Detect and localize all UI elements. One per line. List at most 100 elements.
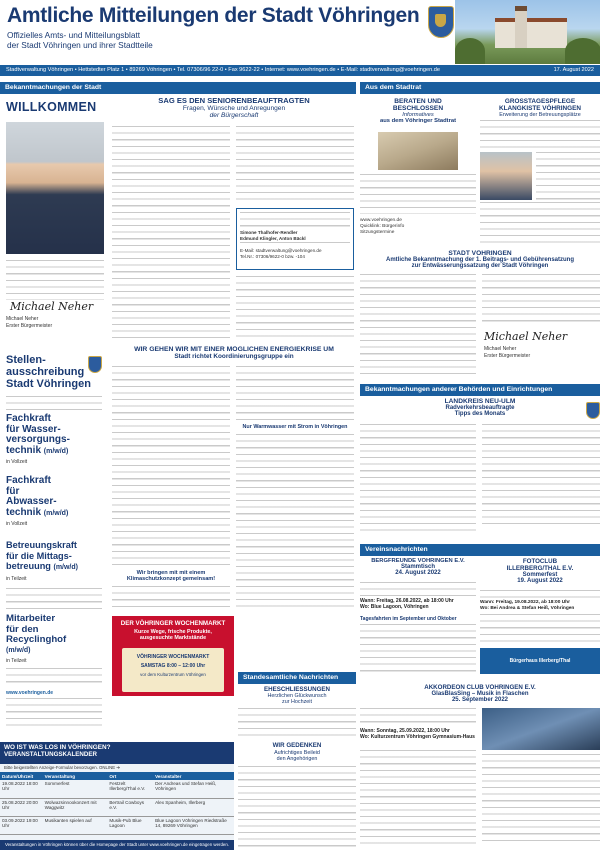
wochenmarkt-title: DER VÖHRINGER WOCHENMARKT xyxy=(120,620,226,627)
senioren-tel-label: Tel.Nr.: xyxy=(240,254,255,259)
col-ort: Ort xyxy=(107,772,154,780)
job-wasser-line-4: technik xyxy=(6,444,42,456)
beratungen-link-1[interactable]: www.voehringen.de xyxy=(360,218,402,223)
fotoclub-where: Bei Andrea & Stefan Heiß, Vöhringen xyxy=(490,606,575,611)
bergfreunde-where: Blue Lagoon, Vöhringen xyxy=(370,604,429,611)
cell-datum: 19.08.2022 18:00 Uhr xyxy=(0,780,43,799)
city-crest-icon xyxy=(428,6,454,38)
klangkiste-title-2: KLANGKISTE VÖHRINGEN xyxy=(498,105,582,112)
veranstaltungen-footer: Veranstaltungen in Vöhringen können über… xyxy=(0,840,234,850)
standesamt-block: EHESCHLIESSUNGEN Herzlichen Glückwunsch … xyxy=(238,686,356,850)
energie-box-heading: Nur Warmwasser mit Strom in Vöhringen xyxy=(242,424,348,430)
cell-veranstalter: Alex Spanheim, Illerberg xyxy=(153,798,234,817)
senioren-contact-2: Edmund Klingler, Anton Bäckl xyxy=(240,236,306,241)
energie-slogan-1: Wir bringen mit mit einem xyxy=(136,570,206,576)
senioren-email[interactable]: stadtverwaltung@voehringen.de xyxy=(255,248,322,253)
col-veranstaltung: Veranstaltung xyxy=(42,772,108,780)
stellen-sidebar: Stellen- ausschreibung Stadt Vöhringen F… xyxy=(0,350,108,742)
wochenmarkt-sign-line-3: vor dem Kulturzentrum Vöhringen xyxy=(140,672,206,677)
fotoclub-title-2: ILLERBERG/THAL E.V. xyxy=(506,565,574,572)
senioren-contact-box: Simone Thalhofer-Rendler Edmund Klingler… xyxy=(236,208,354,270)
job-abwasser-place: in Vollzeit xyxy=(6,521,28,527)
cell-veranstalter: Der Andreas und Stefan Heiß, Vöhringen xyxy=(153,780,234,799)
akkordeon-when: Sonntag, 25.09.2022, 18:00 Uhr xyxy=(376,728,450,734)
stadtrat-photo xyxy=(378,132,458,170)
fotoclub-banner: Bürgerhaus Illerberg/Thal xyxy=(480,648,600,674)
fotoclub-title-4: 19. August 2022 xyxy=(517,578,563,584)
issue-date: 17. August 2022 xyxy=(553,67,594,73)
klangkiste-subtitle: Erweiterung der Betreuungsplätze xyxy=(499,112,581,118)
cell-datum: 25.08.2022 20:00 Uhr xyxy=(0,798,43,817)
job-betreuung: Betreuungskraft für die Mittags- betreuu… xyxy=(6,540,106,584)
veranstaltungen-subtitle: VERANSTALTUNGSKALENDER xyxy=(4,751,97,758)
stellen-title-3: Stadt Vöhringen xyxy=(6,378,91,390)
section-bar-behoerden: Bekanntmachungen anderer Behörden und Ei… xyxy=(360,384,600,396)
beratungen-title-2: BESCHLOSSEN xyxy=(392,105,444,112)
job-recycling-place: in Teilzeit xyxy=(6,658,27,664)
satzung-title-2: Amtliche Bekanntmachung der 1. Beitrags-… xyxy=(385,257,575,263)
job-wasser-mw: (m/w/d) xyxy=(43,447,69,455)
job-recycling: Mitarbeiter für den Recyclinghof (m/w/d)… xyxy=(6,613,106,667)
section-bar-standesamt: Standesamtliche Nachrichten xyxy=(238,672,356,684)
col-veranstalter: Veranstalter xyxy=(153,772,234,780)
beratungen-block: BERATEN UND BESCHLOSSEN Informatives aus… xyxy=(360,98,476,248)
beratungen-subtitle-1: Informatives xyxy=(402,112,434,118)
senioren-contact-1: Simone Thalhofer-Rendler xyxy=(240,230,298,235)
bergfreunde-when: Freitag, 26.08.2022, ab 18:00 Uhr xyxy=(376,598,454,604)
stellen-title-2: ausschreibung xyxy=(6,366,85,378)
job-wasser-line-1: Fachkraft xyxy=(6,413,52,424)
senioren-email-label: E-Mail: xyxy=(240,248,255,253)
gedenken-subtitle-1: Aufrichtiges Beileid xyxy=(274,750,320,756)
gedenken-subtitle-2: den Angehörigen xyxy=(276,756,318,762)
col-datum: Datum/Uhrzeit xyxy=(0,772,43,780)
job-abwasser-line-2: für xyxy=(6,485,20,497)
job-betreuung-line-2: für die Mittags- xyxy=(6,550,72,561)
stellen-crest-icon xyxy=(88,356,102,373)
fotoclub-when-label: Wann: xyxy=(480,600,495,605)
senioren-title: SAG ES DEN SENIORENBEAUFTRAGTEN xyxy=(158,96,310,105)
beratungen-link-2[interactable]: Quicklink: Bürgerinfo xyxy=(360,224,405,229)
cell-ort: Musik-Pub Blue Lagoon xyxy=(107,816,154,835)
job-betreuung-line-1: Betreuungskraft xyxy=(6,540,77,550)
ehe-subtitle-1: Herzlichen Glückwunsch xyxy=(267,693,327,699)
akkordeon-title-1: AKKORDEON CLUB VÖHRINGEN E.V. xyxy=(424,684,536,691)
akkordeon-title-2: GlasBlasSing – Musik in Flaschen xyxy=(431,691,529,697)
akkordeon-block: AKKORDEON CLUB VÖHRINGEN E.V. GlasBlasSi… xyxy=(360,684,600,850)
beratungen-subtitle-2: aus dem Vöhringer Stadtrat xyxy=(379,118,457,124)
job-recycling-line-2: für den xyxy=(6,623,39,635)
stellen-website-link[interactable]: www.voehringen.de xyxy=(6,690,54,696)
energie-title: WIR GEHEN WIR MIT EINER MÖGLICHEN ENERGI… xyxy=(134,346,334,353)
wochenmarkt-subtitle-1: Kurze Wege, frische Produkte, xyxy=(134,629,212,635)
beratungen-link-3[interactable]: Sitzungstermine xyxy=(360,230,395,235)
senioren-subtitle-2: der Bürgerschaft xyxy=(209,112,259,119)
fotoclub-where-label: Wo: xyxy=(480,606,489,611)
bergfreunde-events-title: Tagesfahrten im September und Oktober xyxy=(360,616,457,622)
cell-datum: 03.09.2022 19:00 Uhr xyxy=(0,816,43,835)
table-row: 03.09.2022 19:00 Uhr Musikanten spielen … xyxy=(0,816,234,835)
veranstaltungen-block: WO IST WAS LOS IN VÖHRINGEN? VERANSTALTU… xyxy=(0,742,234,850)
wochenmarkt-sign: VÖHRINGER WOCHENMARKT SAMSTAG 8:00 – 12:… xyxy=(122,648,224,692)
landkreis-title-2: Radverkehrsbeauftragte xyxy=(445,405,515,411)
section-bar-bekanntmachungen: Bekanntmachungen der Stadt xyxy=(0,82,356,94)
akkordeon-where: Kulturzentrum Vöhringen Gymnasium-Haus xyxy=(370,734,475,741)
job-abwasser-line-3: Abwasser- xyxy=(6,496,57,507)
masthead-subtitle-2: der Stadt Vöhringen und ihrer Stadtteile xyxy=(7,40,153,50)
section-bar-stadtrat: Aus dem Stadtrat xyxy=(360,82,600,94)
job-abwasser-line-4: technik xyxy=(6,506,42,518)
bergfreunde-title-3: 24. August 2022 xyxy=(395,570,441,576)
ehe-title: EHESCHLIESSUNGEN xyxy=(263,686,330,693)
contact-line: Stadtverwaltung Vöhringen • Hettstedter … xyxy=(6,67,441,73)
wochenmarkt-box: DER VÖHRINGER WOCHENMARKT Kurze Wege, fr… xyxy=(112,616,234,696)
veranstaltungen-title: WO IST WAS LOS IN VÖHRINGEN? xyxy=(4,744,111,751)
akkordeon-photo xyxy=(482,708,600,750)
job-wasser-place: in Vollzeit xyxy=(6,459,28,465)
cell-veranstaltung: Sommerfest xyxy=(42,780,108,799)
veranstaltungen-note[interactable]: Bitte beigestellten Anzeige-Formular bev… xyxy=(4,765,120,770)
energie-slogan-2: Klimaschutzkonzept gemeinsam! xyxy=(126,576,216,582)
senioren-subtitle-1: Fragen, Wünsche und Anregungen xyxy=(182,105,286,112)
satzung-block: STADT VÖHRINGEN Amtliche Bekanntmachung … xyxy=(360,250,600,382)
veranstaltungen-table: Datum/Uhrzeit Veranstaltung Ort Veransta… xyxy=(0,772,234,835)
wochenmarkt-sign-line-1: VÖHRINGER WOCHENMARKT xyxy=(136,654,210,660)
cell-veranstaltung: Wolwazsinnookonzert mit Waggwitz xyxy=(42,798,108,817)
job-abwasser-line-1: Fachkraft xyxy=(6,475,52,486)
